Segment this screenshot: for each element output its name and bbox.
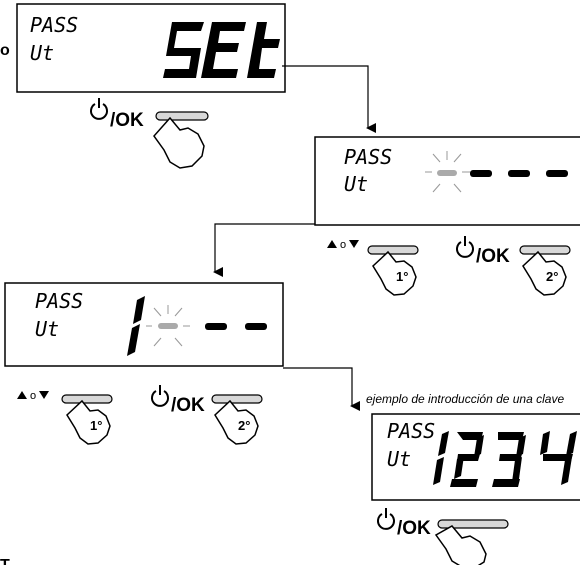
lcd-label-ut: Ut: [387, 447, 411, 471]
ok-label: /OK: [397, 518, 431, 539]
flow-arrow-3: [283, 368, 352, 406]
press-key-bar: [520, 246, 570, 254]
ok-button-step-1[interactable]: /OK: [91, 98, 208, 168]
lcd-label-ut: Ut: [35, 317, 59, 341]
ok-button-confirm[interactable]: /OK: [378, 508, 508, 565]
lcd-label-pass: PASS: [344, 145, 392, 169]
dash-segment: [205, 323, 227, 330]
press-key-bar: [62, 395, 112, 403]
step-number: 2°: [238, 418, 250, 433]
lcd-screen-set: PASS Ut: [17, 4, 285, 92]
hand-icon: [154, 118, 204, 168]
power-icon: [378, 508, 394, 529]
updown-separator: o: [30, 390, 36, 402]
press-key-bar: [156, 112, 208, 120]
example-note: ejemplo de introducción de una clave: [366, 392, 564, 406]
cropped-edge-letter: o: [0, 42, 10, 59]
lcd-label-ut: Ut: [344, 172, 368, 196]
step-number: 1°: [90, 418, 102, 433]
up-arrow-icon: [17, 391, 27, 399]
press-key-bar: [212, 395, 262, 403]
dash-segment: [245, 323, 267, 330]
press-key-bar: [368, 246, 418, 254]
hand-icon: [436, 526, 486, 565]
ok-button-step-2[interactable]: /OK 2°: [457, 236, 570, 295]
hand-icon: [215, 401, 258, 444]
flow-arrow-2: [215, 224, 315, 272]
updown-button-step-1[interactable]: o 1°: [327, 239, 418, 295]
step-number: 2°: [546, 269, 558, 284]
down-arrow-icon: [349, 240, 359, 248]
lcd-label-pass: PASS: [35, 289, 83, 313]
press-key-bar: [438, 520, 508, 528]
blinking-segment: [437, 170, 457, 176]
hand-icon: [373, 252, 416, 295]
lcd-label-pass: PASS: [387, 419, 435, 443]
ok-label: /OK: [171, 395, 205, 416]
power-icon: [152, 385, 168, 406]
lcd-label-pass: PASS: [30, 13, 78, 37]
hand-icon: [523, 252, 566, 295]
updown-button-step-1[interactable]: o 1°: [17, 390, 112, 444]
ok-button-step-2[interactable]: /OK 2°: [152, 385, 262, 444]
ok-label: /OK: [476, 246, 510, 267]
up-arrow-icon: [327, 240, 337, 248]
cropped-edge-letter: T: [0, 557, 10, 565]
dash-segment: [546, 170, 568, 177]
step-number: 1°: [396, 269, 408, 284]
ok-label: /OK: [110, 110, 144, 131]
lcd-screen-blank: PASS Ut: [315, 137, 580, 225]
dash-segment: [508, 170, 530, 177]
lcd-screen-first-digit: PASS Ut: [5, 283, 283, 366]
power-icon: [91, 98, 107, 119]
down-arrow-icon: [39, 391, 49, 399]
lcd-screen-value: PASS Ut: [372, 414, 580, 500]
blinking-segment: [158, 323, 178, 329]
hand-icon: [67, 401, 110, 444]
flow-arrow-1: [282, 66, 368, 128]
dash-segment: [470, 170, 492, 177]
updown-separator: o: [340, 239, 346, 251]
power-icon: [457, 236, 473, 257]
lcd-label-ut: Ut: [30, 41, 54, 65]
